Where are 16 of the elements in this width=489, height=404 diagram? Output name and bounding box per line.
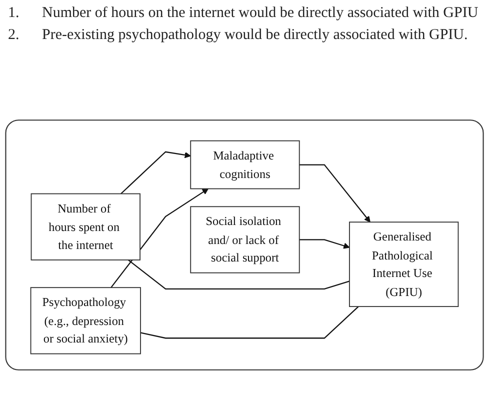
cluster [5, 120, 484, 370]
arrow [110, 188, 208, 288]
arrow [299, 239, 350, 249]
hypothesis-text: Pre-existing psychopathology would be directly associated with GPIU. [42, 26, 469, 44]
arrow [299, 164, 370, 222]
node-box: Generalised Pathological Internet Use (GPIU) [349, 222, 459, 307]
node-box: Psychopathology (e.g., depression or social anxiety) [30, 287, 141, 354]
list-number: 1. [8, 4, 20, 22]
connector [140, 306, 359, 339]
arrow [120, 151, 191, 194]
hypothesis-text: Number of hours on the internet would be directly associated with GPIU [42, 4, 480, 22]
list-number: 2. [8, 26, 20, 44]
connector [128, 259, 350, 290]
node-box: Social isolation and/ or lack of social support [190, 206, 300, 274]
node-box: Maladaptive cognitions [190, 140, 300, 190]
node-box: Number of hours spent on the internet [30, 193, 140, 260]
